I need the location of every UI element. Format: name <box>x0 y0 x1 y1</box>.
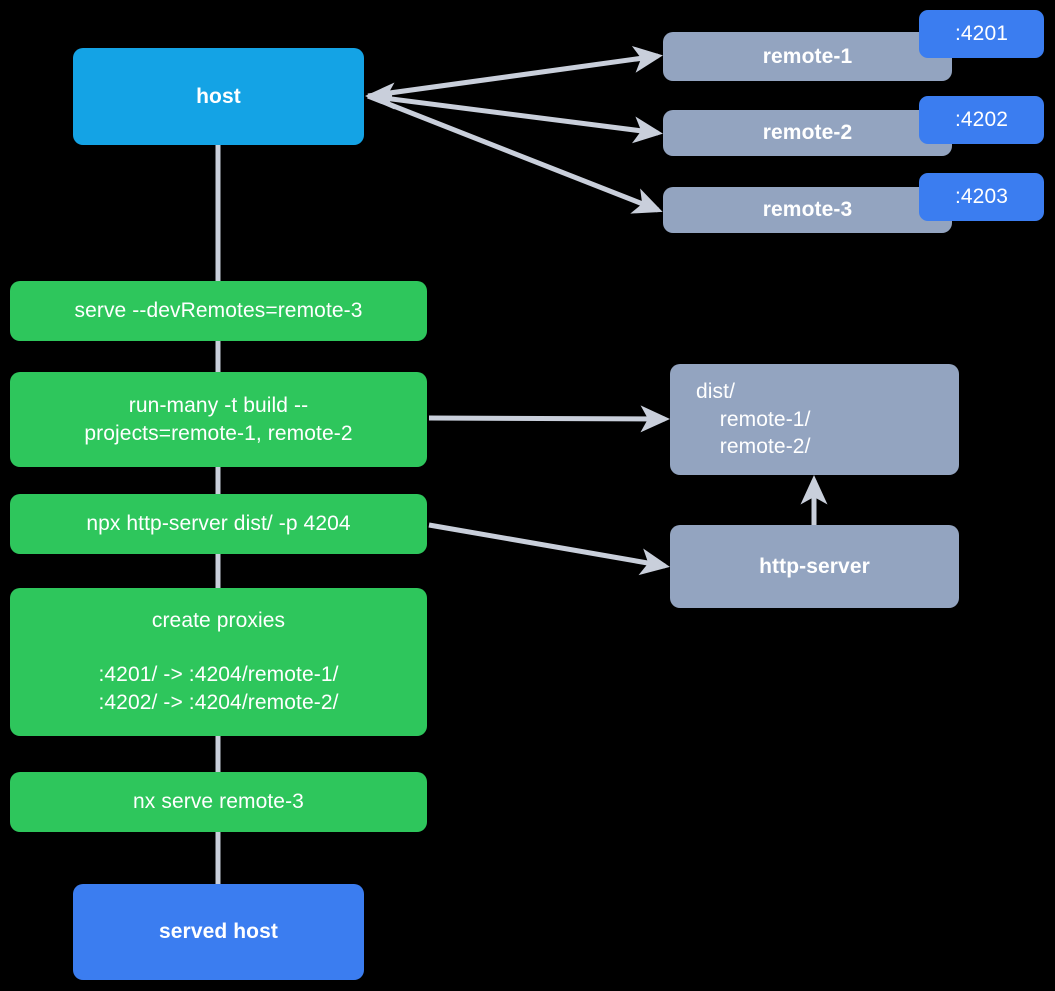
node-http-server[interactable]: http-server <box>670 525 959 608</box>
edge-host-to-remote-3 <box>367 93 663 214</box>
node-command-serve[interactable]: serve --devRemotes=remote-3 <box>10 281 427 341</box>
proxy-mapping-2: :4202/ -> :4204/remote-2/ <box>98 690 339 714</box>
node-command-nx-serve-remote-3[interactable]: nx serve remote-3 <box>10 772 427 832</box>
node-remote-1-label: remote-1 <box>762 44 853 68</box>
dist-line-2: remote-1/ <box>696 407 811 431</box>
node-host[interactable]: host <box>73 48 364 145</box>
node-command-serve-label: serve --devRemotes=remote-3 <box>74 299 363 323</box>
node-command-run-many-line-1: run-many -t build -- <box>128 393 309 417</box>
node-command-npx-http-server-label: npx http-server dist/ -p 4204 <box>86 512 351 536</box>
port-badge-4203[interactable]: :4203 <box>919 173 1044 221</box>
node-command-run-many-line-2: projects=remote-1, remote-2 <box>84 421 353 445</box>
node-served-host[interactable]: served host <box>73 884 364 980</box>
node-dist-directory[interactable]: dist/ remote-1/ remote-2/ <box>670 364 959 475</box>
edge-npx-to-http-server <box>428 522 670 576</box>
node-remote-1[interactable]: remote-1 <box>663 32 952 81</box>
node-command-create-proxies[interactable]: create proxies :4201/ -> :4204/remote-1/… <box>10 588 427 736</box>
edge-run-many-to-dist <box>428 405 670 433</box>
port-badge-4203-label: :4203 <box>954 185 1009 209</box>
port-badge-4202[interactable]: :4202 <box>919 96 1044 144</box>
port-badge-4201[interactable]: :4201 <box>919 10 1044 58</box>
node-command-create-proxies-title: create proxies <box>151 609 286 633</box>
port-badge-4202-label: :4202 <box>954 108 1009 132</box>
node-remote-3-label: remote-3 <box>762 198 853 222</box>
port-badge-4201-label: :4201 <box>954 22 1009 46</box>
dist-line-1: dist/ <box>696 379 736 403</box>
node-http-server-label: http-server <box>759 554 870 578</box>
node-host-label: host <box>196 84 241 108</box>
dist-line-3: remote-2/ <box>696 435 811 459</box>
node-remote-2-label: remote-2 <box>762 121 853 145</box>
node-command-run-many[interactable]: run-many -t build -- projects=remote-1, … <box>10 372 427 467</box>
node-command-npx-http-server[interactable]: npx http-server dist/ -p 4204 <box>10 494 427 554</box>
node-remote-2[interactable]: remote-2 <box>663 110 952 156</box>
edge-host-to-remote-1 <box>367 45 663 99</box>
edge-host-to-remote-2 <box>367 93 663 144</box>
node-remote-3[interactable]: remote-3 <box>663 187 952 233</box>
node-served-host-label: served host <box>159 920 278 944</box>
node-command-nx-serve-label: nx serve remote-3 <box>133 790 304 814</box>
proxy-mapping-1: :4201/ -> :4204/remote-1/ <box>98 663 339 687</box>
